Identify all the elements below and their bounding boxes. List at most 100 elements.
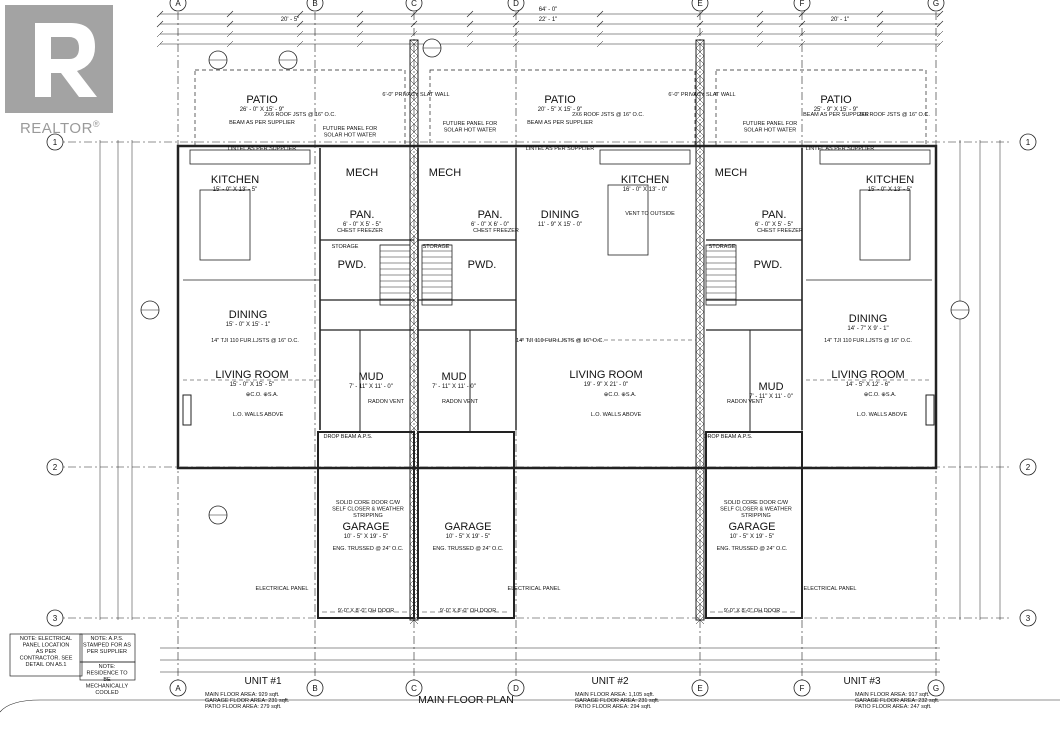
unit-area: GARAGE FLOOR AREA: 231 sqft. <box>205 698 290 704</box>
dim-tick <box>410 30 418 38</box>
room-label-patio: PATIO <box>246 94 278 106</box>
party-wall-hatch <box>409 47 419 57</box>
party-wall-hatch <box>695 39 705 49</box>
dim-tick <box>696 20 704 28</box>
dim-tick <box>296 30 304 38</box>
room-label-garage: GARAGE <box>444 521 491 533</box>
party-wall-hatch <box>409 111 419 121</box>
party-wall-hatch <box>695 143 705 153</box>
grid-label-top: B <box>312 0 317 8</box>
room-dimension: 16' - 0" X 13' - 0" <box>623 187 668 193</box>
dim-tick <box>936 40 944 48</box>
party-wall-hatch <box>409 223 419 233</box>
party-wall-hatch <box>695 535 705 545</box>
party-wall-hatch <box>695 455 705 465</box>
party-wall-hatch <box>409 287 419 297</box>
dim-tick <box>876 20 884 28</box>
party-wall-hatch <box>409 271 419 281</box>
beam-callout: BEAM AS PER SUPPLIER <box>527 120 593 126</box>
party-wall-hatch <box>695 223 705 233</box>
party-wall-hatch <box>409 127 419 137</box>
unit-name: UNIT #1 <box>244 676 281 687</box>
party-wall-hatch <box>695 527 705 537</box>
room-label-living: LIVING ROOM <box>215 369 288 381</box>
room-label-powder: PWD. <box>754 259 783 271</box>
party-wall-hatch <box>409 375 419 385</box>
vent-note: VENT TO OUTSIDE <box>625 211 675 217</box>
room-dimension: 15' - 0" X 15' - 5" <box>230 382 275 388</box>
grid-label-top: G <box>933 0 939 8</box>
patio-outline <box>429 69 696 147</box>
dim-tick <box>696 10 704 18</box>
joist-callout: 14" TJI 110 FUR.LJSTS @ 16" O.C. <box>516 338 604 344</box>
party-wall-hatch <box>695 479 705 489</box>
grid-bubble-top <box>169 0 187 12</box>
dim-tick <box>356 30 364 38</box>
party-wall-hatch <box>695 567 705 577</box>
party-wall-hatch <box>695 303 705 313</box>
party-wall-hatch <box>695 447 705 457</box>
grid-label-top: E <box>697 0 702 8</box>
kitchen-island <box>199 189 251 261</box>
dim-tick <box>356 20 364 28</box>
room-dimension: 10' - 5" X 19' - 5" <box>446 534 491 540</box>
party-wall-hatch <box>695 575 705 585</box>
room-label-powder: PWD. <box>468 259 497 271</box>
party-wall-hatch <box>409 351 419 361</box>
grid-bubble-bottom <box>691 679 709 697</box>
grid-bubble-bottom <box>405 679 423 697</box>
party-wall-hatch <box>695 335 705 345</box>
dim-tick <box>156 30 164 38</box>
room-label-mech: MECH <box>346 167 378 179</box>
storage-label: STORAGE <box>332 244 359 250</box>
party-wall-hatch <box>409 415 419 425</box>
party-wall-hatch <box>695 319 705 329</box>
room-label-dining: DINING <box>229 309 268 321</box>
dim-tick <box>798 20 806 28</box>
party-wall-hatch <box>409 359 419 369</box>
party-wall-hatch <box>695 415 705 425</box>
party-wall-hatch <box>695 271 705 281</box>
party-wall-hatch <box>695 439 705 449</box>
party-wall-hatch <box>695 55 705 65</box>
party-wall-hatch <box>695 191 705 201</box>
party-wall-hatch <box>409 231 419 241</box>
party-wall-hatch <box>695 127 705 137</box>
note-box <box>79 661 136 681</box>
party-wall-hatch <box>409 319 419 329</box>
drop-beam-callout: DROP BEAM A.P.S. <box>703 434 752 440</box>
unit-area: MAIN FLOOR AREA: 929 sqft. <box>205 692 280 698</box>
grid-label-bottom: G <box>933 684 939 693</box>
room-label-garage: GARAGE <box>728 521 775 533</box>
dim-tick <box>410 20 418 28</box>
grid-label-top: C <box>411 0 417 8</box>
room-label-living: LIVING ROOM <box>831 369 904 381</box>
party-wall-hatch <box>409 95 419 105</box>
overhead-door-label: 9'-0" X 8'-0" OH DOOR <box>440 608 496 614</box>
dim-tick <box>226 40 234 48</box>
party-wall-hatch <box>695 111 705 121</box>
party-wall-hatch <box>409 199 419 209</box>
dim-tick <box>466 30 474 38</box>
dim-tick <box>936 10 944 18</box>
joist-callout: 14" TJI 110 FUR.LJSTS @ 16" O.C. <box>824 338 912 344</box>
room-label-mech: MECH <box>429 167 461 179</box>
kitchen-counter <box>819 149 931 165</box>
party-wall-hatch <box>695 383 705 393</box>
dim-tick <box>596 20 604 28</box>
party-wall-hatch <box>409 71 419 81</box>
party-wall-hatch <box>695 511 705 521</box>
truss-note: ENG. TRUSSED @ 24" O.C. <box>333 546 404 552</box>
party-wall-hatch <box>695 119 705 129</box>
party-wall-hatch <box>409 391 419 401</box>
party-wall-hatch <box>409 423 419 433</box>
grid-bubble-top <box>691 0 709 12</box>
grid-label-bottom: B <box>312 684 317 693</box>
grid-bubble-top <box>405 0 423 12</box>
party-wall-hatch <box>409 159 419 169</box>
grid-bubble-bottom <box>927 679 945 697</box>
grid-label-left: 2 <box>53 463 58 472</box>
radon-vent: RADON VENT <box>727 399 764 405</box>
